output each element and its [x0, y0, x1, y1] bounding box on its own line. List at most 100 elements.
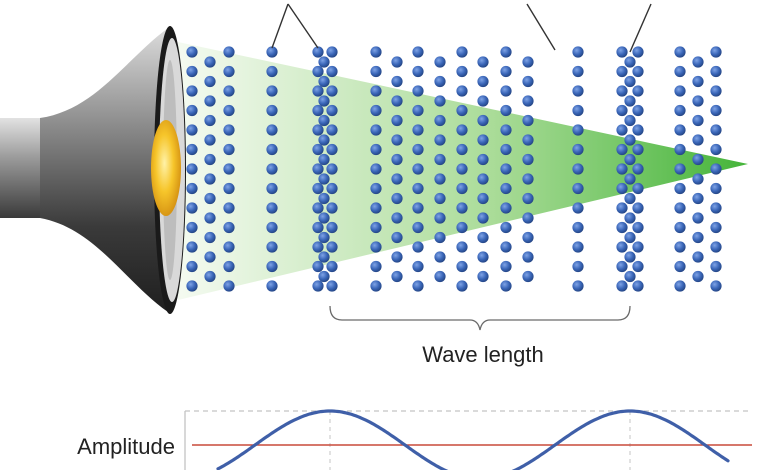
air-particle: [391, 212, 403, 224]
air-particle: [692, 173, 704, 185]
air-particle: [632, 124, 644, 136]
air-particle: [710, 241, 722, 253]
air-particle: [186, 85, 198, 97]
air-particle: [312, 280, 324, 292]
air-particle: [624, 75, 636, 88]
air-particle: [522, 173, 534, 185]
air-particle: [500, 85, 512, 97]
air-particle: [370, 65, 382, 78]
air-particle: [186, 124, 198, 136]
wavelength-bracket: [329, 305, 631, 331]
air-particle: [477, 173, 489, 185]
air-particle: [500, 182, 512, 195]
air-particle: [456, 280, 468, 292]
air-particle: [266, 163, 278, 175]
air-particle: [412, 182, 424, 195]
air-particle: [624, 114, 636, 127]
air-particle: [477, 56, 489, 68]
air-particle: [204, 153, 216, 166]
air-particle: [616, 163, 628, 175]
air-particle: [522, 212, 534, 224]
air-particle: [391, 134, 403, 146]
air-particle: [370, 202, 382, 214]
air-particle: [312, 182, 324, 195]
air-particle: [412, 85, 424, 97]
air-particle: [391, 153, 403, 166]
air-particle: [674, 46, 686, 58]
air-particle: [370, 124, 382, 136]
air-particle: [266, 221, 278, 234]
air-particle: [204, 114, 216, 127]
air-particle: [500, 202, 512, 214]
air-particles: [186, 46, 722, 292]
air-particle: [391, 114, 403, 127]
air-particle: [500, 221, 512, 234]
air-particle: [391, 56, 403, 68]
air-particle: [500, 163, 512, 175]
air-particle: [186, 241, 198, 253]
air-particle: [326, 143, 338, 156]
air-particle: [318, 192, 330, 205]
air-particle: [186, 182, 198, 195]
air-particle: [616, 124, 628, 136]
air-particle: [370, 280, 382, 292]
air-particle: [572, 104, 584, 117]
air-particle: [186, 65, 198, 78]
air-particle: [434, 114, 446, 127]
air-particle: [204, 231, 216, 244]
air-particle: [692, 75, 704, 88]
air-particle: [522, 153, 534, 166]
air-particle: [477, 75, 489, 88]
air-particle: [326, 260, 338, 273]
air-particle: [312, 260, 324, 273]
air-particle: [616, 143, 628, 156]
air-particle: [477, 134, 489, 146]
air-particle: [572, 221, 584, 234]
air-particle: [456, 143, 468, 156]
air-particle: [326, 241, 338, 253]
air-particle: [318, 56, 330, 68]
air-particle: [522, 134, 534, 146]
air-particle: [456, 85, 468, 97]
air-particle: [326, 124, 338, 136]
speaker-dome: [151, 120, 181, 216]
air-particle: [266, 241, 278, 253]
air-particle: [624, 95, 636, 107]
air-particle: [312, 221, 324, 234]
air-particle: [326, 280, 338, 292]
air-particle: [692, 212, 704, 224]
air-particle: [326, 104, 338, 117]
air-particle: [434, 231, 446, 244]
air-particle: [624, 153, 636, 166]
air-particle: [204, 212, 216, 224]
air-particle: [710, 221, 722, 234]
air-particle: [391, 270, 403, 283]
air-particle: [223, 124, 235, 136]
air-particle: [434, 134, 446, 146]
air-particle: [477, 270, 489, 283]
air-particle: [223, 182, 235, 195]
air-particle: [312, 202, 324, 214]
air-particle: [434, 56, 446, 68]
air-particle: [477, 212, 489, 224]
air-particle: [632, 46, 644, 58]
air-particle: [266, 124, 278, 136]
air-particle: [434, 192, 446, 205]
air-particle: [710, 182, 722, 195]
air-particle: [391, 192, 403, 205]
air-particle: [477, 231, 489, 244]
air-particle: [624, 173, 636, 185]
air-particle: [616, 241, 628, 253]
air-particle: [370, 182, 382, 195]
air-particle: [312, 241, 324, 253]
air-particle: [186, 143, 198, 156]
air-particle: [522, 270, 534, 283]
air-particle: [412, 221, 424, 234]
air-particle: [223, 163, 235, 175]
air-particle: [624, 134, 636, 146]
air-particle: [572, 241, 584, 253]
air-particle: [616, 65, 628, 78]
air-particle: [632, 163, 644, 175]
air-particle: [632, 143, 644, 156]
